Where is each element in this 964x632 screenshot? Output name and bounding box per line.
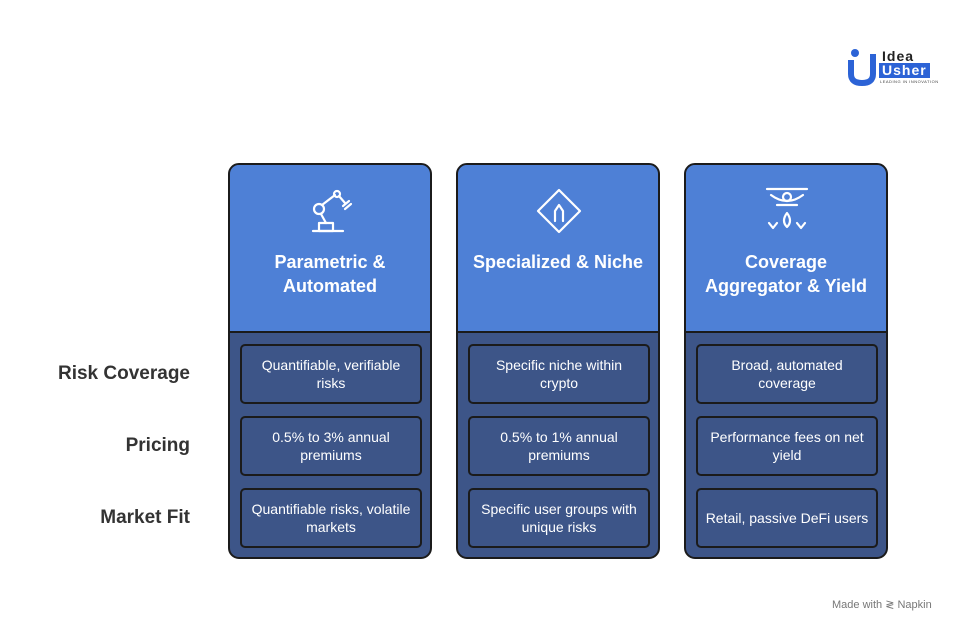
funnel-drop-icon [765,187,809,230]
made-with-napkin-credit: Made with ≷ Napkin [832,599,932,611]
card-title: Coverage Aggregator & Yield [704,252,868,296]
row-label-risk-coverage: Risk Coverage [57,363,190,384]
cell-pricing: Performance fees on net yield [696,416,878,476]
cell-text: 0.5% to 3% annual premiums [272,429,390,463]
cell-market-fit: Retail, passive DeFi users [696,488,878,548]
logo-mark-icon [848,49,876,86]
card-header: Parametric & Automated [230,165,430,333]
card-parametric: Parametric & Automated Quantifiable, ver… [228,163,432,559]
card-header: Coverage Aggregator & Yield [686,165,886,333]
diverging-arrows-icon [536,188,582,234]
card-title: Parametric & Automated [274,252,386,296]
cell-risk-coverage: Quantifiable, verifiable risks [240,344,422,404]
row-label-pricing: Pricing [125,435,190,456]
cell-text: Performance fees on net yield [710,429,864,463]
cell-text: Quantifiable, verifiable risks [261,357,401,391]
robot-arm-icon [311,189,353,233]
cell-text: Specific niche within crypto [495,357,623,391]
logo-text-idea: Idea [882,48,915,64]
cell-text: Retail, passive DeFi users [705,510,869,526]
cell-risk-coverage: Broad, automated coverage [696,344,878,404]
card-header: Specialized & Niche [458,165,658,333]
cell-text: Quantifiable risks, volatile markets [251,501,411,535]
cell-market-fit: Specific user groups with unique risks [468,488,650,548]
cell-market-fit: Quantifiable risks, volatile markets [240,488,422,548]
cell-text: Specific user groups with unique risks [481,501,637,535]
logo-text-usher: Usher [879,63,930,78]
cell-risk-coverage: Specific niche within crypto [468,344,650,404]
card-title: Specialized & Niche [472,252,644,272]
card-specialized: Specialized & Niche Specific niche withi… [456,163,660,559]
idea-usher-logo: Idea Usher LEADING IN INNOVATION [846,48,942,88]
row-label-market-fit: Market Fit [100,507,190,528]
cell-pricing: 0.5% to 3% annual premiums [240,416,422,476]
cell-pricing: 0.5% to 1% annual premiums [468,416,650,476]
cell-text: 0.5% to 1% annual premiums [500,429,618,463]
cell-text: Broad, automated coverage [731,357,843,391]
card-aggregator: Coverage Aggregator & Yield Broad, autom… [684,163,888,559]
logo-tagline: LEADING IN INNOVATION [880,79,939,84]
